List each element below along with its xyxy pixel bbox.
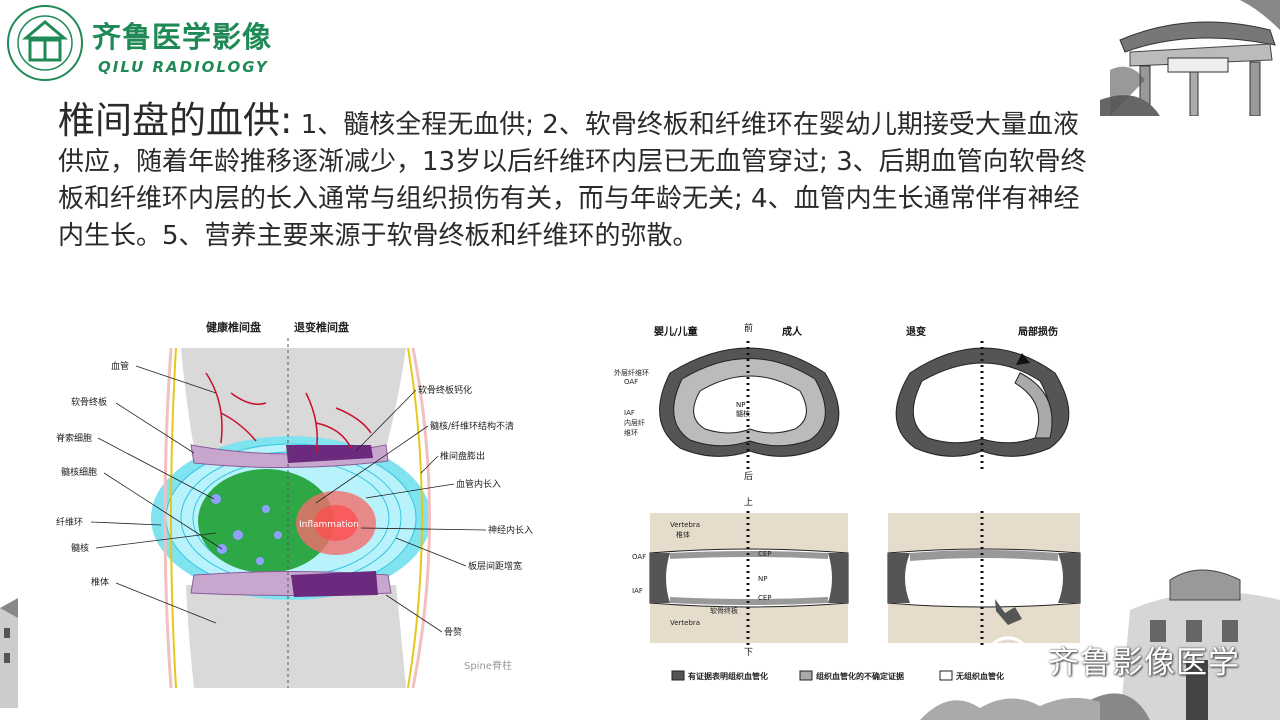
gate-sketch-image [1100, 0, 1280, 116]
label-cep-top: CEP [758, 550, 772, 558]
main-heading: 椎间盘的血供: [58, 99, 293, 142]
label-vessel: 血管 [111, 360, 129, 372]
title-local-injury: 局部损伤 [1017, 325, 1058, 338]
title-healthy: 健康椎间盘 [206, 320, 261, 334]
label-notochord-cells: 脊索细胞 [56, 432, 92, 444]
label-nucleus-cells: 髓核细胞 [61, 466, 97, 478]
legend-uncertain: 组织血管化的不确定证据 [816, 671, 904, 681]
label-osteophyte: 骨赘 [444, 626, 462, 638]
title-infant-child: 婴儿/儿童 [654, 325, 698, 338]
brand-name-en: QILU RADIOLOGY [98, 58, 269, 76]
building-sketch-left [0, 598, 18, 708]
title-adult: 成人 [782, 325, 803, 338]
label-np-cn-top: 髓核 [736, 409, 750, 418]
building-sketch-right [1090, 569, 1280, 720]
label-disc-bulge: 椎间盘膨出 [440, 450, 485, 462]
legend-evidence: 有证据表明组织血管化 [688, 671, 768, 681]
label-iaf-cn-2: 维环 [624, 428, 638, 437]
label-vertebra-top: Vertebra [670, 521, 700, 529]
title-degeneration: 退变 [906, 325, 926, 338]
main-body: 1、髓核全程无血供; 2、软骨终板和纤维环在婴幼儿期接受大量血液供应，随着年龄推… [58, 110, 1087, 251]
label-endplate-calcification: 软骨终板钙化 [418, 384, 472, 396]
trees-sketch [920, 697, 1100, 720]
wechat-icon [988, 636, 1042, 676]
label-down: 下 [744, 648, 753, 658]
label-back: 后 [744, 471, 753, 482]
title-degenerated: 退变椎间盘 [294, 320, 349, 334]
main-paragraph: 椎间盘的血供: 1、髓核全程无血供; 2、软骨终板和纤维环在婴幼儿期接受大量血液… [58, 102, 1098, 255]
qilu-logo-icon [7, 5, 83, 81]
label-cep-bottom: CEP [758, 594, 772, 602]
label-iaf-top: IAF [624, 409, 635, 417]
brand-name-cn: 齐鲁医学影像 [92, 20, 273, 54]
label-lamellar-widening: 板层间距增宽 [468, 560, 522, 572]
watermark-text: 齐鲁影像医学 [1048, 645, 1240, 681]
label-iaf-cn-1: 内层纤 [624, 418, 645, 427]
label-nucleus: 髓核 [71, 542, 89, 554]
label-vascular-ingrowth: 血管内长入 [456, 478, 501, 490]
legend-none: 无组织血管化 [955, 671, 1004, 681]
label-annulus: 纤维环 [56, 516, 83, 528]
label-vertebra-bottom: Vertebra [670, 619, 700, 627]
label-unclear-structure: 髓核/纤维环结构不清 [430, 420, 514, 432]
label-front: 前 [744, 322, 753, 334]
label-oaf-top: OAF [624, 378, 638, 386]
label-oaf-cn: 外层纤维环 [614, 368, 649, 377]
label-np-top: NP [736, 401, 745, 409]
spine-watermark: Spine脊柱 [464, 659, 512, 672]
inflammation-label: Inflammation [299, 520, 359, 530]
label-oaf-bottom: OAF [632, 553, 646, 561]
disc-anatomy-figure: 健康椎间盘 退变椎间盘 Inflammation 血管 软骨终板 脊索细胞 髓核… [16, 313, 556, 688]
label-vertebra-cn: 椎体 [676, 530, 690, 539]
label-cep-cn: 软骨终板 [710, 606, 738, 615]
label-cartilage-endplate: 软骨终板 [71, 396, 107, 408]
label-iaf-bottom: IAF [632, 587, 643, 595]
label-up: 上 [744, 497, 753, 508]
label-vertebral-body: 椎体 [91, 576, 109, 588]
label-nerve-ingrowth: 神经内长入 [488, 524, 533, 536]
disc-vascularization-figure: 婴儿/儿童 成人 退变 局部损伤 前 后 NP 髓核 外层纤维环 OAF IAF… [610, 313, 1090, 691]
label-np-bottom: NP [758, 575, 767, 583]
